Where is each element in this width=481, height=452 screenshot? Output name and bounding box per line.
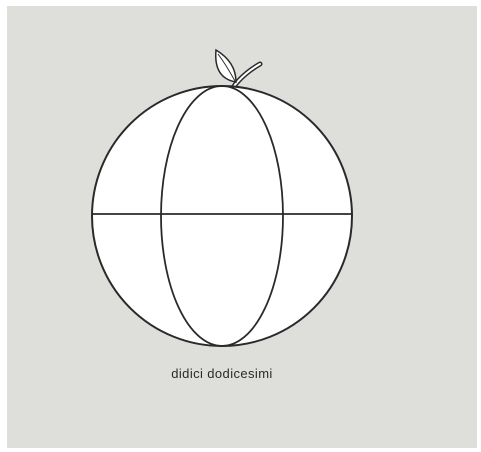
orange-sphere-diagram [7,6,477,448]
paper-page: didici dodicesimi [7,6,477,448]
sphere-outline [92,86,352,346]
figure-caption: didici dodicesimi [7,366,437,381]
